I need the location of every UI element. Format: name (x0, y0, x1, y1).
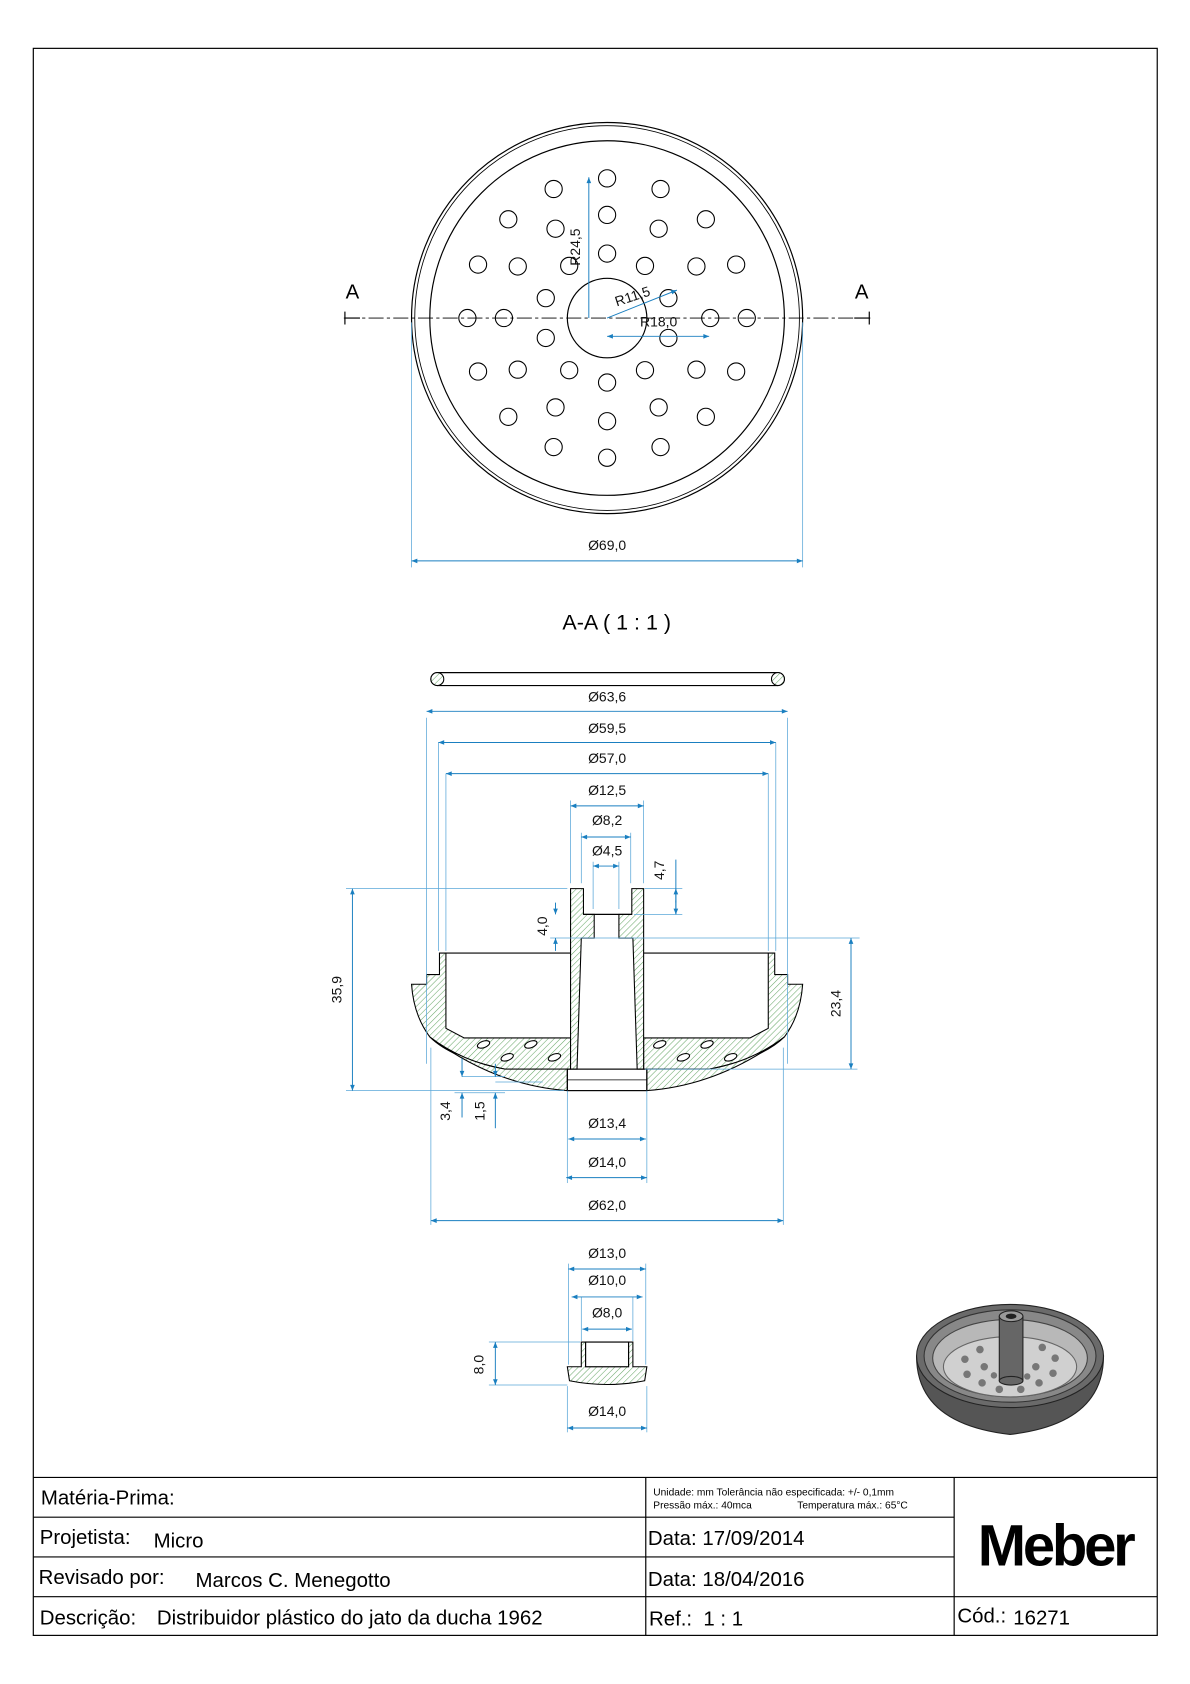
floor-hole (723, 1053, 738, 1062)
hole (508, 360, 527, 379)
hole (544, 437, 563, 457)
hole (597, 448, 617, 467)
section-view: A-A ( 1 : 1 ) Ø63,6 Ø59,5 (329, 611, 860, 1225)
section-title: A-A ( 1 : 1 ) (562, 611, 671, 635)
title-block: Matéria-Prima: Projetista: Micro Revisad… (33, 1476, 1158, 1636)
dim-d8-2: Ø8,2 (592, 812, 622, 828)
notes-pressure: Pressão máx.: 40mca (653, 1501, 752, 1512)
projetista-label: Projetista: (40, 1527, 131, 1549)
dim-d57-0: Ø57,0 (588, 750, 626, 766)
hole (597, 373, 617, 392)
hole (649, 398, 668, 417)
hole (560, 256, 579, 276)
dim-23-4: 23,4 (827, 990, 843, 1017)
dim-4-7: 4,7 (651, 860, 667, 880)
dim-r24-5: R24,5 (567, 228, 583, 265)
dim-8-0: 8,0 (471, 1355, 487, 1375)
hole (544, 179, 563, 199)
dim-d62-0: Ø62,0 (588, 1197, 626, 1213)
dim-35-9: 35,9 (329, 976, 345, 1003)
dim-r18-0: R18,0 (640, 314, 677, 330)
cod-value: 16271 (1013, 1608, 1070, 1630)
floor-hole (500, 1053, 514, 1062)
hole (597, 244, 617, 263)
hole (651, 437, 670, 457)
hole (635, 361, 655, 380)
hole (696, 407, 715, 426)
dim-d12-5: Ø12,5 (588, 782, 626, 798)
hole (499, 210, 518, 229)
hole (651, 179, 670, 199)
dim-d10-0: Ø10,0 (588, 1272, 626, 1288)
hole (560, 361, 579, 380)
hole (635, 256, 655, 276)
dim-d63-6: Ø63,6 (588, 689, 626, 705)
projetista-value: Micro (154, 1530, 204, 1552)
floor-hole (653, 1040, 667, 1049)
dim-d14-0-insert: Ø14,0 (588, 1403, 626, 1419)
revisado-label: Revisado por: (39, 1567, 165, 1589)
tube-wall-right (618, 888, 645, 1070)
hole (499, 407, 518, 426)
data-created: Data: 17/09/2014 (648, 1528, 805, 1550)
hole (468, 362, 488, 381)
descricao-value: Distribuidor plástico do jato da ducha 1… (157, 1608, 543, 1630)
drawing-frame (32, 47, 1158, 1636)
meber-logo: Meber (978, 1514, 1135, 1579)
top-view: A A R24,5 R11,5 R18,0 Ø69,0 (343, 121, 871, 568)
cod-label: Cód.: (957, 1605, 1006, 1627)
dim-d8-0: Ø8,0 (592, 1304, 622, 1320)
floor-holes (476, 1040, 738, 1062)
floor-hole (476, 1040, 491, 1049)
hole (546, 398, 565, 417)
dim-d69-0: Ø69,0 (588, 537, 626, 553)
hole-pattern (458, 169, 756, 467)
dim-4-0: 4,0 (534, 916, 550, 936)
o-ring (430, 672, 785, 687)
floor-hole (700, 1040, 714, 1049)
data-revised: Data: 18/04/2016 (648, 1569, 805, 1591)
notes-line1: Unidade: mm Tolerância não especificada:… (653, 1488, 894, 1499)
hole (687, 360, 706, 379)
notes-temperature: Temperatura máx.: 65°C (797, 1501, 908, 1512)
dim-3-4: 3,4 (437, 1101, 453, 1121)
insert-view: Ø13,0 Ø10,0 Ø8,0 8,0 Ø14,0 (471, 1245, 648, 1433)
hole (546, 219, 565, 238)
hole (536, 328, 555, 348)
dim-d14-0: Ø14,0 (588, 1154, 626, 1170)
hole (659, 328, 678, 348)
hole (597, 412, 617, 431)
hole (468, 255, 488, 274)
floor-hole (547, 1053, 562, 1062)
hole (727, 255, 746, 274)
tube-wall-left (570, 888, 595, 1070)
section-label-left: A (346, 282, 360, 304)
hole (727, 362, 746, 381)
dim-d4-5: Ø4,5 (592, 842, 622, 858)
bowl-wall-left (410, 952, 572, 1070)
descricao-label: Descrição: (40, 1608, 136, 1630)
dim-d13-0: Ø13,0 (588, 1245, 626, 1261)
dim-d59-5: Ø59,5 (588, 720, 626, 736)
hole (536, 288, 555, 308)
isometric-render (916, 1303, 1105, 1435)
hole (696, 210, 715, 229)
revisado-value: Marcos C. Menegotto (196, 1570, 391, 1592)
materia-prima-label: Matéria-Prima: (41, 1487, 175, 1509)
hole (597, 169, 617, 188)
hole (687, 257, 706, 276)
dim-d13-4: Ø13,4 (588, 1115, 626, 1131)
floor-hole (676, 1053, 691, 1062)
section-label-right: A (855, 282, 869, 304)
hole (659, 288, 678, 308)
hole (649, 219, 668, 238)
bowl-wall-right (643, 952, 804, 1070)
hole (508, 257, 527, 276)
dim-1-5: 1,5 (472, 1101, 488, 1121)
dim-r11-5: R11,5 (613, 283, 653, 309)
ref-scale: Ref.: 1 : 1 (649, 1609, 743, 1631)
floor-hole (524, 1040, 538, 1049)
hole (597, 205, 617, 225)
